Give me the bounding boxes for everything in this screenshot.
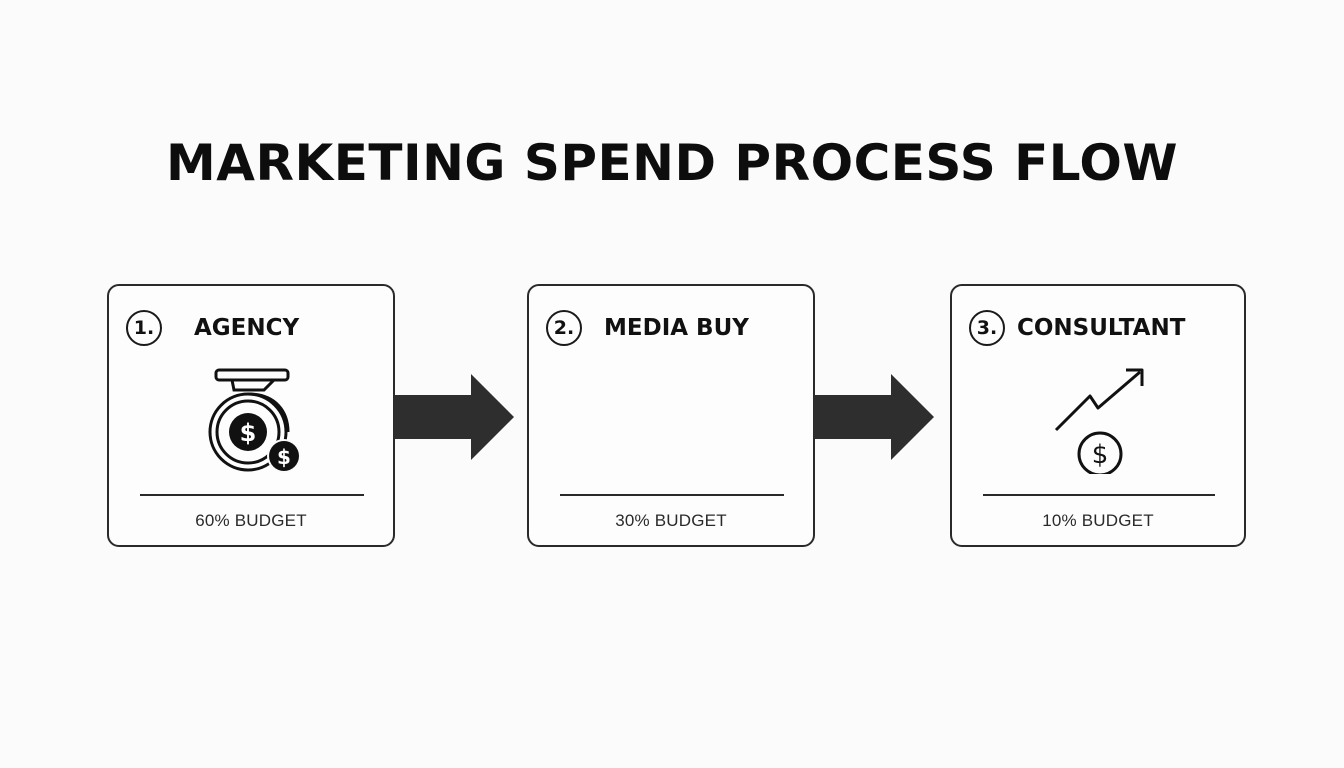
step-card-media-buy: 2. MEDIA BUY 30% BUDGET [527, 284, 815, 547]
step-budget: 60% BUDGET [195, 511, 307, 530]
svg-text:$: $ [1092, 440, 1109, 470]
step-label: MEDIA BUY [604, 315, 749, 341]
step-divider [140, 494, 364, 496]
step-divider [983, 494, 1215, 496]
step-number-badge: 2. [546, 310, 582, 346]
step-card-agency: 1. AGENCY $ $ 60% BUDGET [107, 284, 395, 547]
step-header: 1. AGENCY [126, 308, 299, 348]
step-card-consultant: 3. CONSULTANT $ 10% BUDGET [950, 284, 1246, 547]
step-number-badge: 3. [969, 310, 1005, 346]
page-title: MARKETING SPEND PROCESS FLOW [166, 134, 1178, 192]
step-budget: 10% BUDGET [1042, 511, 1154, 530]
step-label: AGENCY [194, 315, 300, 341]
step-header: 2. MEDIA BUY [546, 308, 749, 348]
svg-text:$: $ [240, 419, 257, 447]
step-budget: 30% BUDGET [615, 511, 727, 530]
svg-text:$: $ [277, 445, 291, 469]
flow-arrow-icon [814, 374, 934, 460]
step-icon-placeholder [529, 364, 813, 474]
step-header: 3. CONSULTANT [969, 308, 1185, 348]
flow-arrow-icon [394, 374, 514, 460]
step-number-badge: 1. [126, 310, 162, 346]
growth-dollar-icon: $ [952, 364, 1244, 474]
money-bag-icon: $ $ [109, 364, 393, 474]
step-label: CONSULTANT [1017, 315, 1186, 341]
step-divider [560, 494, 784, 496]
